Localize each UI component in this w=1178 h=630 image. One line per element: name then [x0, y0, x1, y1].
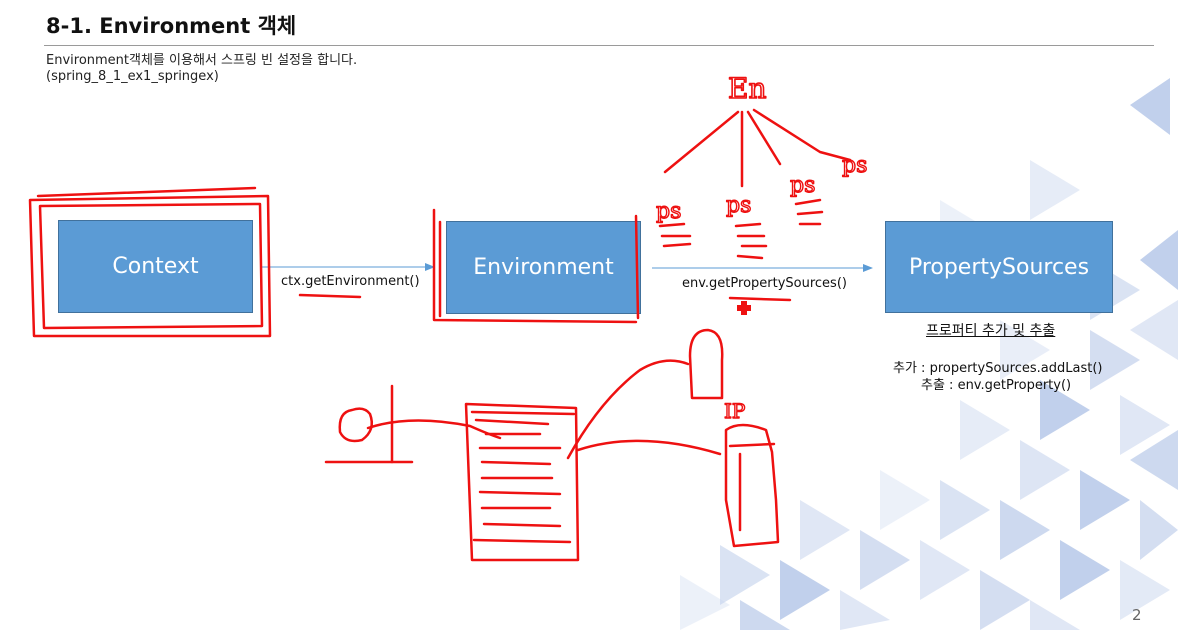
handwritten-ps: ps [842, 153, 867, 178]
description-subline: (spring_8_1_ex1_springex) [46, 69, 219, 84]
propertysources-box: PropertySources [885, 221, 1113, 313]
property-notes-title: 프로퍼티 추가 및 추출 [926, 323, 1056, 339]
get-property-note: 추출 : env.getProperty() [921, 378, 1072, 393]
environment-label: Environment [473, 255, 614, 280]
environment-box: Environment [446, 221, 641, 314]
handwritten-ps: ps [790, 173, 815, 198]
context-box: Context [58, 220, 253, 313]
context-label: Context [112, 254, 199, 279]
title-divider [44, 45, 1154, 46]
get-property-sources-call: env.getPropertySources() [682, 276, 847, 291]
description-line: Environment객체를 이용해서 스프링 빈 설정을 합니다. [46, 53, 358, 68]
handwritten-ip: IP [724, 399, 745, 423]
handwritten-ps: ps [726, 193, 751, 218]
propertysources-label: PropertySources [908, 254, 1090, 280]
add-property-note: 추가 : propertySources.addLast() [893, 361, 1103, 376]
handwritten-en: En [728, 72, 766, 105]
get-environment-call: ctx.getEnvironment() [281, 274, 420, 289]
page-number: 2 [1132, 606, 1142, 624]
handwritten-ps: ps [656, 199, 681, 224]
slide-title: 8-1. Environment 객체 [46, 14, 297, 38]
slide-description: Environment객체를 이용해서 스프링 빈 설정을 합니다. (spri… [46, 53, 357, 85]
